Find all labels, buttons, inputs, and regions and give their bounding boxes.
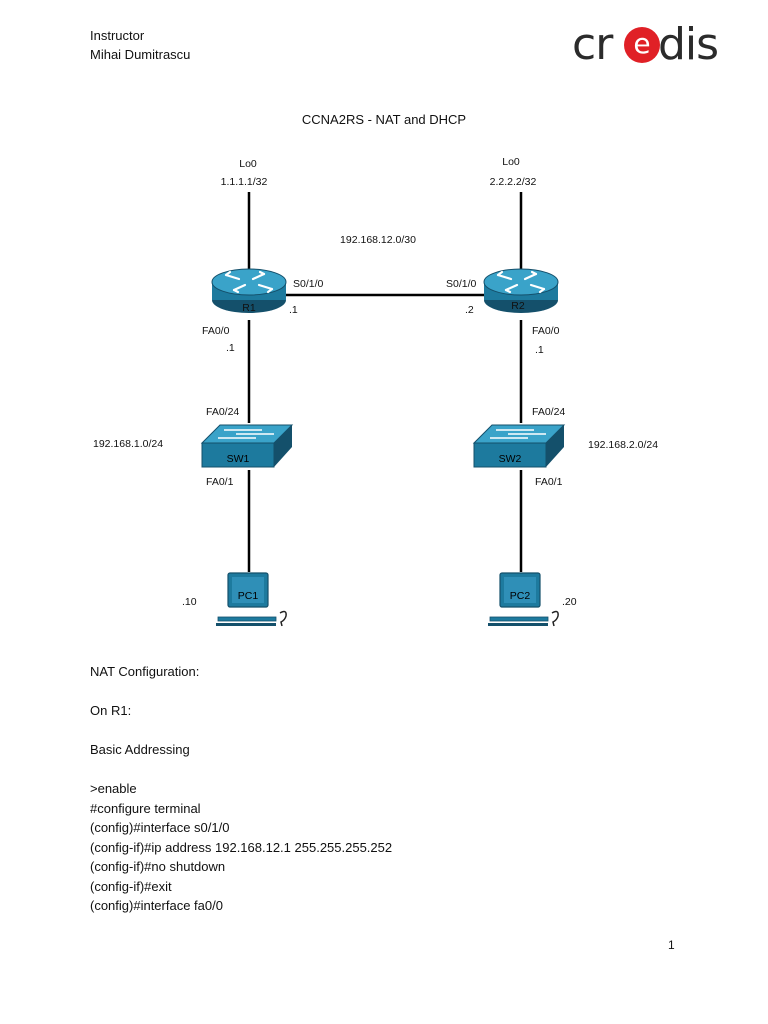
header-author: Mihai Dumitrascu: [90, 47, 191, 62]
pc2-host-address: .20: [562, 596, 577, 608]
command-line: (config-if)#no shutdown: [90, 859, 226, 874]
r2-serial-host: .2: [465, 304, 474, 316]
r2-loopback-name: Lo0: [502, 156, 520, 168]
document-header: Instructor Mihai Dumitrascu: [90, 26, 190, 64]
r2-device-label: R2: [511, 300, 525, 312]
section-heading: NAT Configuration:: [90, 664, 200, 679]
command-line: (config)#interface s0/1/0: [90, 820, 230, 835]
r1-serial-host: .1: [289, 304, 298, 316]
r2-serial-interface: S0/1/0: [446, 278, 477, 290]
r2-fa-interface: FA0/0: [532, 325, 560, 337]
logo-text-e: e: [633, 27, 651, 60]
sw1-uplink-interface: FA0/24: [206, 406, 240, 418]
command-line: (config-if)#exit: [90, 878, 172, 894]
r1-fa-interface: FA0/0: [202, 325, 230, 337]
step-heading: Basic Addressing: [90, 742, 190, 757]
r2-loopback-ip: 2.2.2.2/32: [489, 176, 537, 188]
credis-logo: cr e dis: [572, 16, 722, 74]
command-line: #configure terminal: [90, 800, 201, 816]
command-block: >enable #configure terminal (config)#int…: [90, 779, 392, 916]
network-topology-diagram: Lo0 1.1.1.1/32 R1 S0/1/0 .1 FA0/0 .1 192…: [0, 140, 768, 650]
sw2-access-interface: FA0/1: [535, 476, 563, 488]
pc2-device-label: PC2: [509, 590, 531, 602]
header-role: Instructor: [90, 28, 145, 43]
r1-loopback-name: Lo0: [239, 158, 257, 170]
topology-svg: [201, 192, 565, 627]
command-line: (config)#interface fa0/0: [90, 898, 223, 913]
command-line: (config-if)#ip address 192.168.12.1 255.…: [90, 839, 393, 855]
sw2-device-label: SW2: [498, 453, 522, 465]
sw1-access-interface: FA0/1: [206, 476, 234, 488]
sw2-uplink-interface: FA0/24: [532, 406, 566, 418]
r2-fa-host: .1: [535, 344, 544, 356]
logo-text-right: dis: [658, 19, 719, 70]
logo-red-circle: [624, 27, 660, 63]
network-links: [247, 192, 523, 572]
page-number: 1: [668, 938, 675, 952]
r1-fa-host: .1: [226, 342, 235, 354]
sw2-lan-network: 192.168.2.0/24: [588, 439, 659, 451]
subheading: On R1:: [90, 703, 132, 718]
logo-text-left: cr: [572, 19, 613, 70]
r1-serial-interface: S0/1/0: [293, 278, 324, 290]
pc1-host-address: .10: [182, 596, 197, 608]
sw1-device-label: SW1: [226, 453, 250, 465]
pc1-device-label: PC1: [237, 590, 259, 602]
r1-device-label: R1: [242, 302, 256, 314]
sw1-lan-network: 192.168.1.0/24: [93, 438, 164, 450]
wan-network-label: 192.168.12.0/30: [340, 234, 416, 246]
r1-loopback-ip: 1.1.1.1/32: [220, 176, 268, 188]
command-line: >enable: [90, 781, 137, 796]
document-title: CCNA2RS - NAT and DHCP: [301, 112, 467, 127]
